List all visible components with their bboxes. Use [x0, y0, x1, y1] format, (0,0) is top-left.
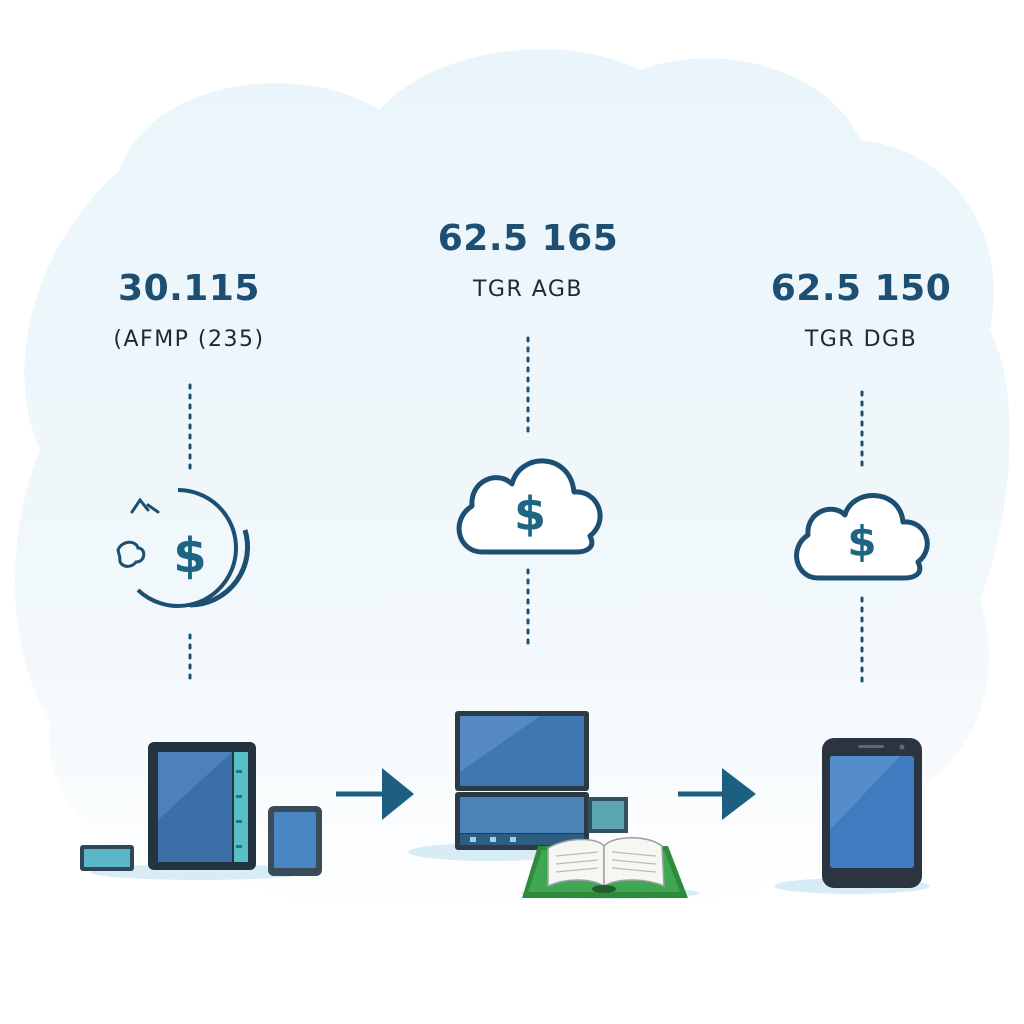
svg-text:$: $: [847, 517, 876, 566]
svg-text:$: $: [173, 528, 206, 584]
column-1-value: 30.115: [118, 268, 260, 309]
column-2-text: 62.5 165 TGR AGB: [358, 218, 698, 302]
column-2-label: TGR AGB: [472, 277, 584, 302]
cloud-dollar-icon: $: [456, 458, 603, 555]
column-3-label: TGR DGB: [804, 327, 918, 352]
column-2-value: 62.5 165: [437, 218, 619, 259]
column-3-value: 62.5 150: [770, 268, 952, 309]
arrow-right-icon-2: [678, 768, 756, 820]
arrow-right-icon-1: [336, 768, 414, 820]
svg-text:$: $: [514, 487, 546, 541]
dollar-refresh-icon: $: [116, 488, 251, 608]
laptop-book-icon: [408, 711, 700, 899]
column-3-text: 62.5 150 TGR DGB: [691, 268, 1024, 352]
column-1-label: (AFMP (235): [113, 327, 265, 352]
column-1-text: 30.115 (AFMP (235): [19, 268, 359, 352]
cloud-dollar-icon-2: $: [794, 493, 930, 581]
tablet-devices-icon: [80, 742, 322, 880]
smartphone-icon: [774, 738, 930, 894]
